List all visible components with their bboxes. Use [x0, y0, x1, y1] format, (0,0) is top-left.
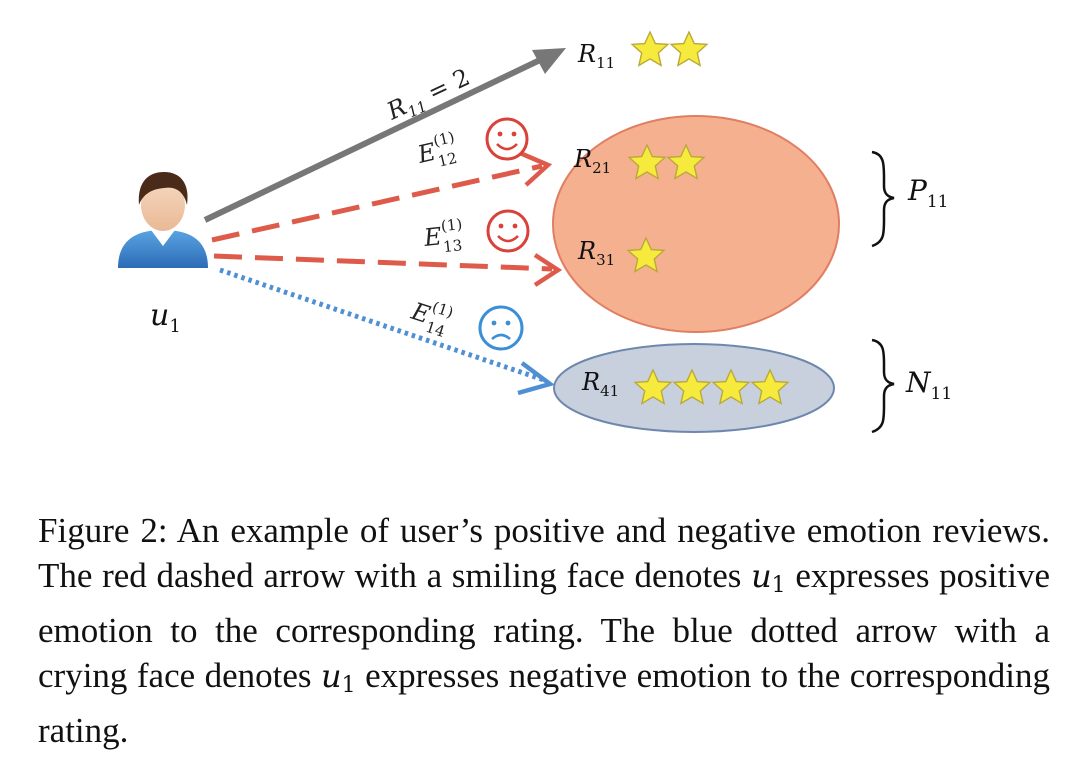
svg-text:(1): (1): [440, 215, 463, 235]
caption-part-1: Figure 2: An example of user’s positive …: [38, 511, 1050, 595]
caption-part-3: expresses negative emotion to the corres…: [38, 656, 1050, 750]
item-label-r11: R11: [577, 40, 615, 72]
positive-arrow-e13: [213, 253, 563, 287]
positive-set-label: P11: [907, 174, 948, 212]
smiling-face-icon: [486, 209, 530, 253]
edge-label-e13: E (1) 13: [422, 215, 463, 256]
user-label: u1: [150, 298, 181, 337]
caption-var-u1: u1: [751, 557, 786, 598]
user-avatar-icon: [118, 172, 208, 268]
caption-part-2: expresses positive emotion to the corres…: [38, 556, 1050, 695]
item-label-r21: R21: [573, 145, 611, 177]
svg-text:12: 12: [436, 149, 459, 171]
negative-set-brace: [871, 338, 895, 434]
positive-set-brace: [871, 150, 895, 248]
svg-text:(1): (1): [430, 298, 456, 322]
svg-text:E: E: [422, 222, 444, 252]
item-label-r31: R31: [577, 237, 615, 269]
rating-stars-r11: [631, 31, 708, 67]
star-icon: [670, 31, 708, 67]
edge-label-e12: E (1) 12: [414, 128, 459, 171]
positive-arrow-e12: [211, 150, 553, 243]
svg-text:14: 14: [423, 318, 447, 341]
figure-caption: Figure 2: An example of user’s positive …: [38, 508, 1050, 753]
star-icon: [631, 31, 669, 67]
item-label-r41: R41: [581, 368, 619, 400]
positive-set-ellipse: [552, 115, 840, 333]
negative-arrow-e14: [219, 267, 555, 396]
caption-var-u1: u1: [321, 657, 356, 698]
rating-arrow: [203, 48, 566, 223]
svg-text:(1): (1): [431, 128, 456, 150]
negative-set-label: N11: [905, 366, 952, 404]
smiling-face-icon: [485, 117, 529, 161]
svg-text:13: 13: [442, 236, 463, 256]
sad-face-icon: [478, 305, 524, 351]
